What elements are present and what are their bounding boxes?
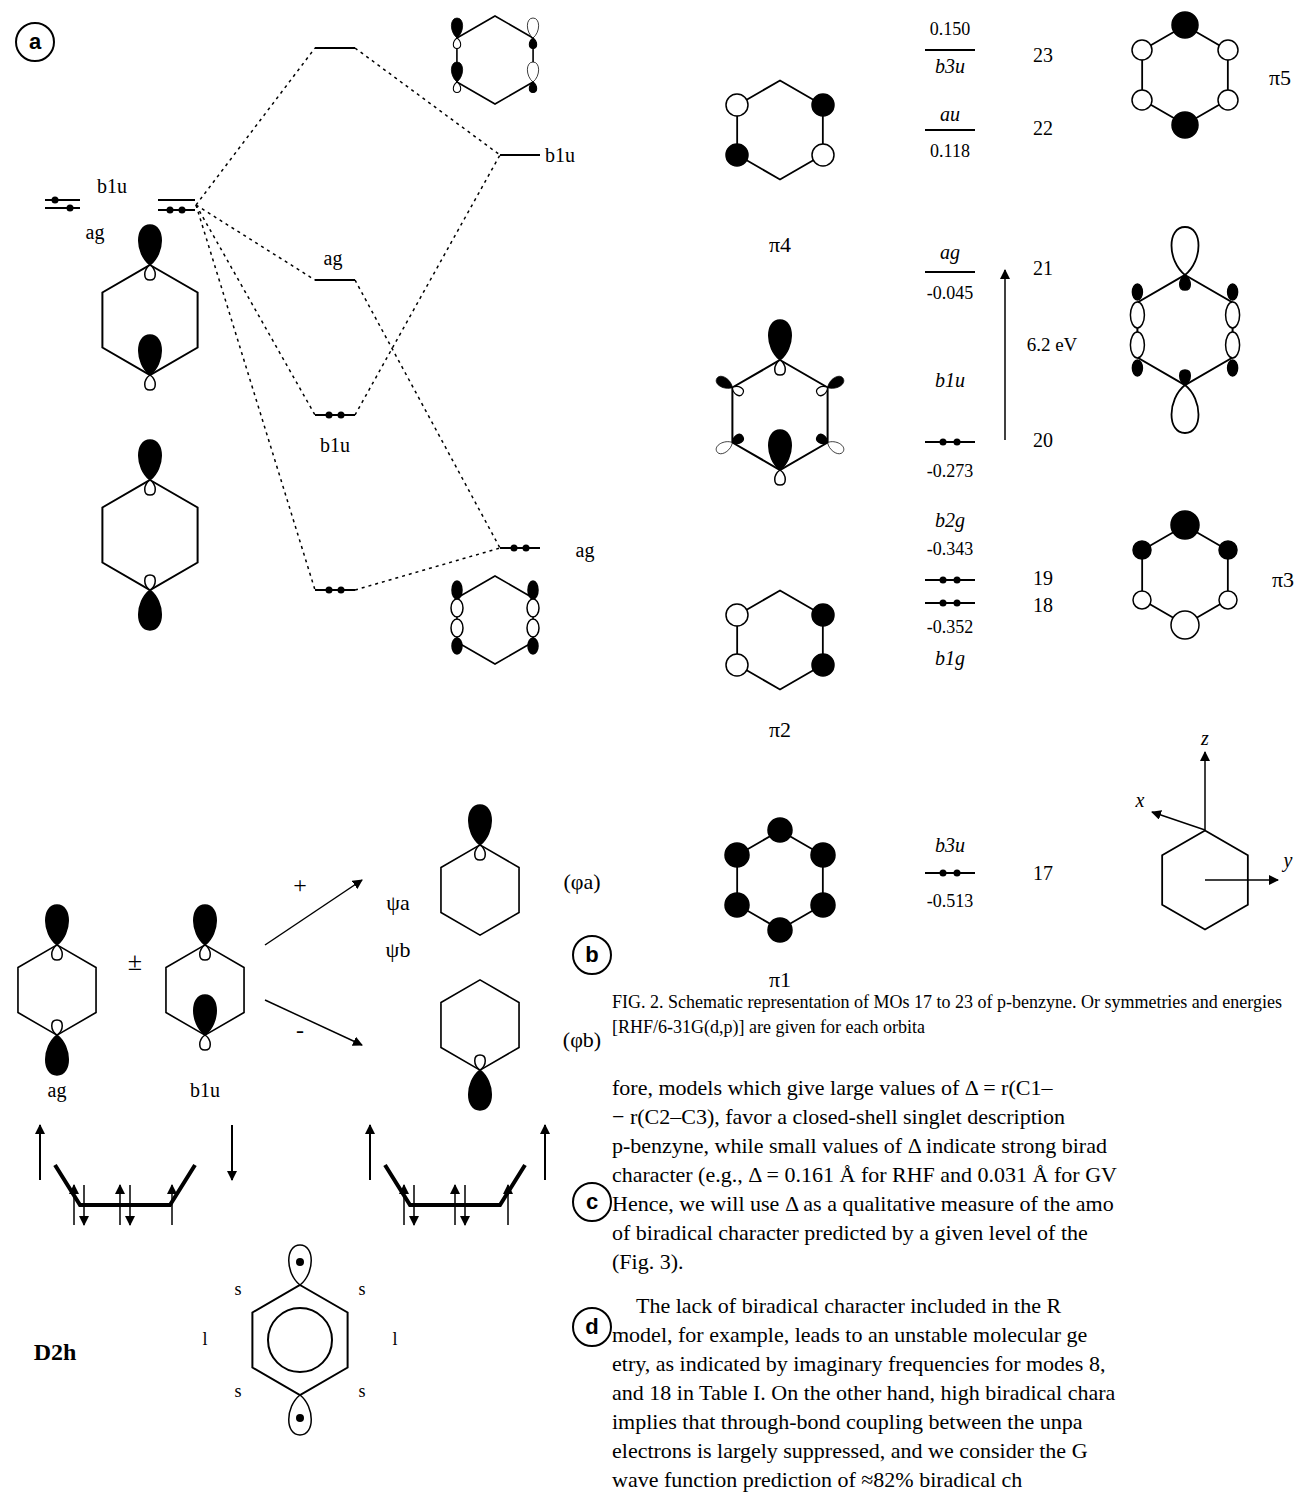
orbital-label: 0.150: [930, 20, 971, 40]
orbital-label: ψa: [386, 891, 410, 915]
orbital-label: b2g: [935, 509, 965, 531]
orbital-label: (φb): [563, 1028, 601, 1052]
orbital-label: -0.513: [927, 892, 974, 912]
orbital-label: π1: [769, 968, 791, 992]
orbital-label: 23: [1033, 44, 1053, 66]
orbital-label: D2h: [34, 1339, 77, 1365]
orbital-label: z: [1201, 727, 1209, 749]
body-text-line: (Fig. 3).: [612, 1250, 684, 1274]
body-text-line: character (e.g., Δ = 0.161 Å for RHF and…: [612, 1163, 1117, 1187]
orbital-label: -0.045: [927, 284, 974, 304]
orbital-label: 17: [1033, 862, 1053, 884]
orbital-label: -0.343: [927, 540, 974, 560]
orbital-label: 20: [1033, 429, 1053, 451]
panel-letter-circle: c: [572, 1182, 612, 1222]
figure-caption: FIG. 2. Schematic representation of MOs …: [612, 990, 1300, 1040]
body-text-line: fore, models which give large values of …: [612, 1076, 1052, 1100]
body-text-line: etry, as indicated by imaginary frequenc…: [612, 1352, 1105, 1376]
orbital-label: ag: [324, 247, 343, 269]
orbital-label: x: [1136, 789, 1145, 811]
orbital-label: π5: [1269, 66, 1291, 90]
orbital-label: 21: [1033, 257, 1053, 279]
orbital-label: b1u: [545, 144, 575, 166]
panel-letter-circle: b: [572, 935, 612, 975]
orbital-label: ag: [940, 241, 960, 263]
panel-letter: c: [586, 1189, 598, 1215]
orbital-label: l: [392, 1330, 397, 1350]
orbital-label: ag: [576, 539, 595, 561]
panel-letter: b: [585, 942, 598, 968]
orbital-label: y: [1284, 849, 1293, 871]
body-text-line: model, for example, leads to an unstable…: [612, 1323, 1087, 1347]
orbital-label: b1u: [190, 1079, 220, 1101]
body-text-line: Hence, we will use Δ as a qualitative me…: [612, 1192, 1114, 1216]
orbital-label: s: [234, 1382, 241, 1402]
orbital-label: au: [940, 103, 960, 125]
body-text-line: − r(C2–C3), favor a closed-shell singlet…: [612, 1105, 1065, 1129]
body-text-line: implies that through-bond coupling betwe…: [612, 1410, 1082, 1434]
orbital-label: ±: [128, 948, 142, 977]
panel-letter-circle: d: [572, 1307, 612, 1347]
orbital-label: l: [202, 1330, 207, 1350]
orbital-label: b1g: [935, 647, 965, 669]
orbital-label: 22: [1033, 117, 1053, 139]
orbital-label: ag: [86, 221, 105, 243]
orbital-label: π4: [769, 233, 791, 257]
body-text-line: electrons is largely suppressed, and we …: [612, 1439, 1088, 1463]
body-text-line: p-benzyne, while small values of Δ indic…: [612, 1134, 1107, 1158]
orbital-label: -0.352: [927, 618, 974, 638]
orbital-label: ψb: [386, 938, 411, 962]
orbital-label: b1u: [320, 434, 350, 456]
body-text-line: wave function prediction of ≈82% biradic…: [612, 1468, 1022, 1492]
orbital-label: b3u: [935, 55, 965, 77]
panel-letter: d: [585, 1314, 598, 1340]
orbital-label: b3u: [935, 834, 965, 856]
body-text-line: The lack of biradical character included…: [636, 1294, 1061, 1318]
panel-letter-circle: a: [15, 22, 55, 62]
orbital-label: 19: [1033, 567, 1053, 589]
orbital-label: π3: [1272, 568, 1294, 592]
body-text-line: of biradical character predicted by a gi…: [612, 1221, 1088, 1245]
orbital-label: 6.2 eV: [1027, 335, 1078, 356]
orbital-label: -0.273: [927, 462, 974, 482]
orbital-label: +: [293, 872, 307, 898]
body-text-line: and 18 in Table I. On the other hand, hi…: [612, 1381, 1115, 1405]
orbital-label: 0.118: [930, 142, 970, 162]
orbital-label: ag: [48, 1079, 67, 1101]
panel-letter: a: [29, 29, 41, 55]
orbital-label: b1u: [97, 175, 127, 197]
orbital-label: π2: [769, 718, 791, 742]
orbital-label: b1u: [935, 369, 965, 391]
orbital-label: s: [358, 1382, 365, 1402]
orbital-label: -: [296, 1017, 304, 1043]
orbital-label: s: [358, 1280, 365, 1300]
orbital-label: (φa): [563, 870, 600, 894]
orbital-label: s: [234, 1280, 241, 1300]
orbital-label: 18: [1033, 594, 1053, 616]
